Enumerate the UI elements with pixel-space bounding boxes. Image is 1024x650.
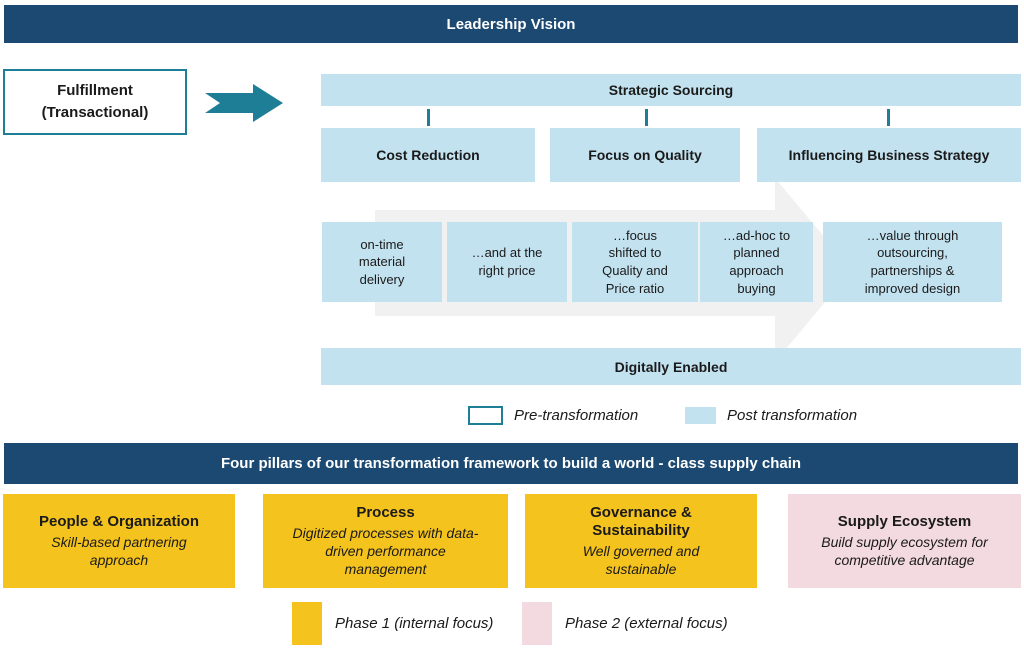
pillar-people-organization: People & Organization Skill-based partne… (3, 494, 235, 588)
detail-box: …value through outsourcing, partnerships… (823, 222, 1002, 302)
phase2-swatch (522, 602, 552, 645)
legend-phase-1: Phase 1 (internal focus) (292, 602, 493, 645)
pillar-subtitle: Digitized processes with data-driven per… (292, 524, 479, 577)
detail-box: …ad-hoc to planned approach buying (700, 222, 813, 302)
connector-tick (887, 109, 890, 126)
post-transformation-label: Post transformation (727, 406, 858, 424)
pre-transformation-label: Pre-transformation (514, 406, 639, 424)
pillar-title: People & Organization (38, 512, 200, 530)
four-pillars-title: Four pillars of our transformation frame… (220, 455, 802, 472)
detail-text: on-time material delivery (358, 236, 406, 287)
leadership-vision-banner: Leadership Vision (4, 5, 1018, 43)
pillar-supply-ecosystem: Supply Ecosystem Build supply ecosystem … (788, 494, 1021, 588)
detail-text: …value through outsourcing, partnerships… (864, 227, 961, 296)
legend-pre-transformation: Pre-transformation (468, 402, 638, 428)
pillar-governance-sustainability: Governance & Sustainability Well governe… (525, 494, 757, 588)
category-cost-reduction: Cost Reduction (321, 128, 535, 182)
category-label: Cost Reduction (376, 147, 480, 163)
legend-phase-2: Phase 2 (external focus) (522, 602, 728, 645)
detail-box: on-time material delivery (322, 222, 442, 302)
detail-text: …and at the right price (471, 245, 543, 278)
leadership-vision-title: Leadership Vision (446, 15, 576, 33)
category-label: Focus on Quality (588, 147, 702, 163)
category-focus-on-quality: Focus on Quality (550, 128, 740, 182)
strategic-sourcing-label: Strategic Sourcing (608, 82, 734, 98)
pillar-title: Supply Ecosystem (837, 512, 972, 530)
transition-arrow-icon (205, 84, 283, 122)
detail-box: …focus shifted to Quality and Price rati… (572, 222, 698, 302)
pillar-process: Process Digitized processes with data-dr… (263, 494, 508, 588)
pillar-subtitle: Build supply ecosystem for competitive a… (821, 533, 988, 568)
fulfillment-box: Fulfillment (Transactional) (3, 69, 187, 135)
detail-text: …ad-hoc to planned approach buying (722, 227, 791, 296)
pillar-title: Governance & Sustainability (590, 503, 692, 540)
detail-box: …and at the right price (447, 222, 567, 302)
phase1-label: Phase 1 (internal focus) (335, 615, 494, 632)
fulfillment-line2: (Transactional) (41, 104, 149, 121)
phase1-swatch (292, 602, 322, 645)
connector-tick (427, 109, 430, 126)
pre-transformation-swatch (468, 405, 503, 425)
pillar-subtitle: Well governed and sustainable (582, 543, 700, 578)
digitally-enabled-box: Digitally Enabled (321, 348, 1021, 385)
legend-post-transformation: Post transformation (685, 402, 857, 428)
pillar-title: Process (356, 503, 415, 521)
strategic-sourcing-box: Strategic Sourcing (321, 74, 1021, 106)
pillar-subtitle: Skill-based partnering approach (51, 533, 187, 568)
category-label: Influencing Business Strategy (788, 147, 990, 163)
phase2-label: Phase 2 (external focus) (565, 615, 728, 632)
post-transformation-swatch (685, 406, 716, 424)
four-pillars-banner: Four pillars of our transformation frame… (4, 443, 1018, 484)
connector-tick (645, 109, 648, 126)
fulfillment-line1: Fulfillment (57, 82, 133, 100)
detail-text: …focus shifted to Quality and Price rati… (602, 227, 668, 296)
digitally-enabled-label: Digitally Enabled (614, 358, 728, 375)
category-influencing-business-strategy: Influencing Business Strategy (757, 128, 1021, 182)
